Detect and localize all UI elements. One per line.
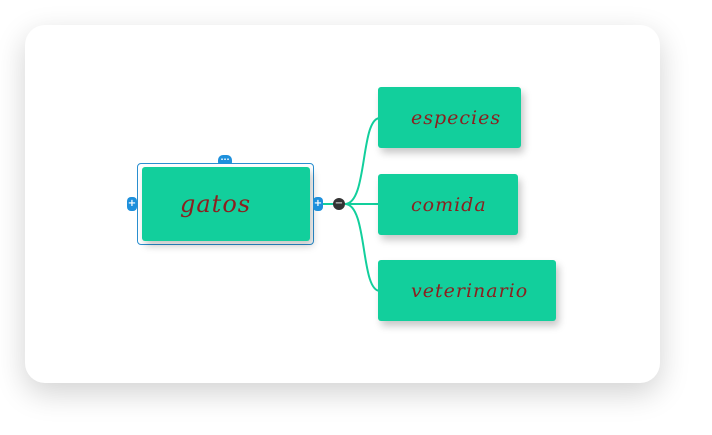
- child-node-especies[interactable]: especies: [378, 87, 521, 148]
- minus-icon[interactable]: −: [333, 198, 345, 210]
- child-label: veterinario: [411, 279, 529, 302]
- child-label: especies: [411, 106, 502, 129]
- root-label: gatos: [180, 190, 252, 218]
- child-label: comida: [411, 193, 487, 216]
- ellipsis-icon[interactable]: ···: [218, 155, 232, 164]
- child-node-veterinario[interactable]: veterinario: [378, 260, 556, 321]
- plus-icon[interactable]: +: [313, 197, 323, 211]
- connector-veterinario: [344, 203, 381, 292]
- connector-especies: [344, 117, 381, 205]
- root-node[interactable]: gatos: [142, 167, 310, 241]
- plus-icon[interactable]: +: [127, 197, 137, 211]
- child-node-comida[interactable]: comida: [378, 174, 518, 235]
